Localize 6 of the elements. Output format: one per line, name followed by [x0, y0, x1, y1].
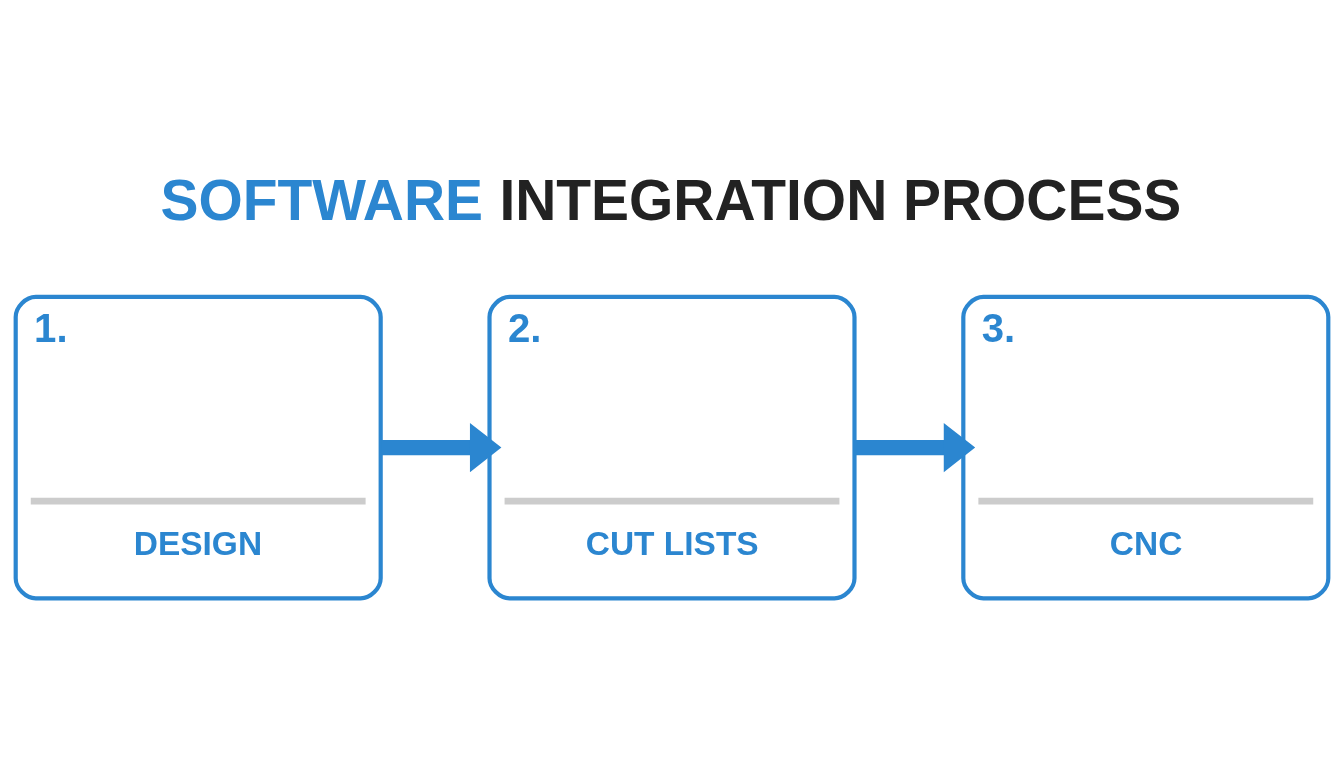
arrow — [381, 422, 502, 473]
diagram-title: SOFTWARE INTEGRATION PROCESS — [160, 168, 1182, 233]
arrow — [854, 422, 976, 473]
node-box: 2. CUT LISTS — [487, 294, 857, 601]
node-box: 1. DESIGN — [13, 294, 383, 601]
node-box: 3. CNC — [961, 294, 1331, 601]
